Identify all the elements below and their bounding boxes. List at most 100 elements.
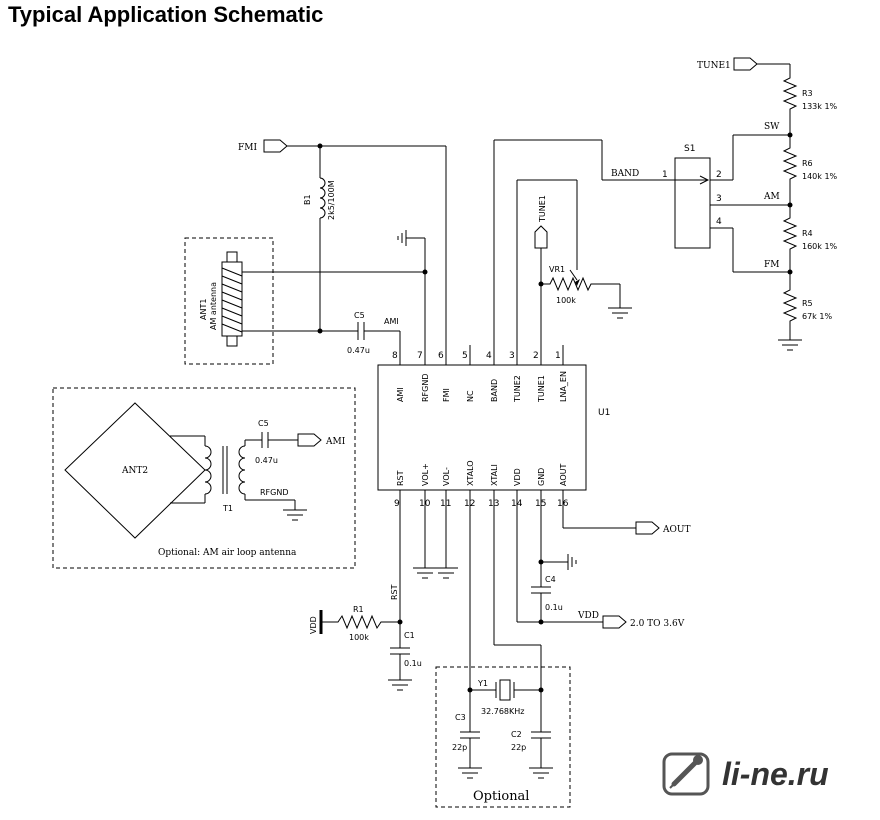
logo-icon	[662, 752, 710, 796]
ant2-loop	[64, 402, 206, 539]
ant2-loop-antenna: ANT2 T1 AMI C5 0.47u RFGND Optional: AM …	[52, 387, 356, 569]
b1-ref: B1	[303, 194, 312, 205]
vdd-range-label: 2.0 TO 3.6V	[630, 619, 685, 629]
c3-ref: C3	[455, 713, 466, 722]
pin-number: 13	[488, 499, 499, 509]
site-logo: li-ne.ru	[660, 748, 870, 804]
ant1-ref: ANT1	[199, 299, 208, 320]
pin-name: LNA_EN	[559, 371, 568, 402]
pin-name: RST	[396, 470, 405, 486]
y1-ref: Y1	[477, 679, 488, 688]
vr1-ref: VR1	[549, 265, 565, 274]
pin-name: TUNE2	[513, 375, 522, 403]
r6-resistor	[782, 135, 798, 205]
pin-number: 14	[511, 499, 523, 509]
r1-resistor	[321, 614, 400, 630]
c1-ref: C1	[404, 631, 415, 640]
c5b-value: 0.47u	[255, 456, 278, 465]
rst-net: RST R1 100k VDD C1 0.1u	[309, 510, 422, 691]
c4-value: 0.1u	[545, 603, 563, 612]
tune1-vertical-label: TUNE1	[538, 195, 547, 223]
r4-value: 160k 1%	[802, 242, 838, 251]
s1-pin2: 2	[716, 170, 722, 180]
pin-name: XTALO	[466, 460, 475, 486]
y1-value: 32.768KHz	[481, 707, 524, 716]
r5-ref: R5	[802, 299, 813, 308]
pin-name: VDD	[513, 468, 522, 486]
am-label: AM	[763, 192, 780, 202]
c5b-ref: C5	[258, 419, 269, 428]
chip-ref: U1	[598, 408, 610, 418]
pin-number: 4	[486, 351, 492, 361]
band-net: BAND	[493, 139, 675, 354]
r1-ref: R1	[353, 605, 364, 614]
pin-number: 7	[417, 351, 423, 361]
c3-value: 22p	[452, 743, 467, 752]
fmi-net: FMI B1 2k5/100M	[238, 139, 447, 354]
switch-s1: S1 1 2 3 4 SW AM FM	[662, 122, 790, 273]
pin-number: 1	[555, 351, 561, 361]
pin-number: 10	[419, 499, 431, 509]
rfgnd-net	[397, 230, 426, 354]
pin-name: VOL-	[442, 467, 451, 486]
c5-ref: C5	[354, 311, 365, 320]
tune1-vertical-port	[534, 225, 548, 249]
b1-inductor	[319, 177, 326, 219]
ant2-ref: ANT2	[121, 466, 148, 476]
pin-number: 16	[557, 499, 569, 509]
pin-number: 3	[509, 351, 515, 361]
fmi-port-label: FMI	[238, 143, 257, 153]
pin-number: 8	[392, 351, 398, 361]
s1-ref: S1	[684, 144, 695, 154]
crystal-dashed-box	[435, 666, 571, 808]
aout-port-flag	[635, 521, 660, 535]
aout-port-label: AOUT	[662, 525, 690, 535]
fm-label: FM	[764, 260, 779, 270]
c1-value: 0.1u	[404, 659, 422, 668]
r5-value: 67k 1%	[802, 312, 832, 321]
rfgnd-label: RFGND	[260, 488, 289, 497]
tune1-port-label: TUNE1	[697, 61, 731, 71]
pin-number: 9	[394, 499, 400, 509]
pin-number: 11	[440, 499, 451, 509]
r5-resistor	[782, 272, 798, 340]
pin-name: AOUT	[559, 464, 568, 486]
y1-crystal	[499, 679, 511, 701]
chip-bottom-pins: 9RST10VOL+11VOL-12XTALO13XTALI14VDD15GND…	[394, 460, 569, 510]
b1-value: 2k5/100M	[327, 180, 336, 220]
s1-pin1: 1	[662, 170, 668, 180]
ant1-value: AM antenna	[209, 282, 218, 330]
pin-name: XTALI	[490, 464, 499, 486]
ami-port-label: AMI	[325, 437, 346, 447]
pin-name: NC	[466, 390, 475, 402]
c2-value: 22p	[511, 743, 526, 752]
ami-net-label: AMI	[384, 317, 399, 326]
pin-number: 6	[438, 351, 444, 361]
optional-label: Optional	[473, 789, 529, 804]
resistor-ladder: TUNE1 R3 133k 1% R6 140k 1% R4 160k 1% R…	[697, 57, 838, 351]
vdd-net: VDD 2.0 TO 3.6V C4 0.1u	[516, 510, 685, 629]
sw-label: SW	[764, 122, 780, 132]
vr1-resistor	[541, 276, 620, 292]
chip-top-pins: 8AMI7RFGND6FMI5NC4BAND3TUNE22TUNE11LNA_E…	[392, 345, 568, 403]
r6-value: 140k 1%	[802, 172, 838, 181]
crystal-circuit: Y1 32.768KHz C3 22p C2 22p Optional	[435, 510, 571, 808]
vol-grounds	[413, 510, 458, 579]
vdd-port-flag	[602, 615, 627, 629]
pin-number: 5	[462, 351, 468, 361]
vdd-left-label: VDD	[309, 616, 318, 634]
c4-ref: C4	[545, 575, 556, 584]
pin-number: 15	[535, 499, 546, 509]
t1-ref: T1	[222, 504, 233, 513]
ant1-am-antenna: ANT1 AM antenna C5 0.47u AMI	[184, 237, 428, 365]
page-title: Typical Application Schematic	[8, 2, 324, 27]
r3-resistor	[782, 64, 798, 135]
tune-net: VR1 100k TUNE1	[516, 179, 632, 354]
s1-pin3: 3	[716, 194, 722, 204]
chip-u1: U1 8AMI7RFGND6FMI5NC4BAND3TUNE22TUNE11LN…	[377, 345, 610, 510]
band-label: BAND	[611, 169, 639, 179]
loop-note: Optional: AM air loop antenna	[158, 548, 297, 558]
pin-name: VOL+	[421, 463, 430, 486]
r4-resistor	[782, 205, 798, 272]
